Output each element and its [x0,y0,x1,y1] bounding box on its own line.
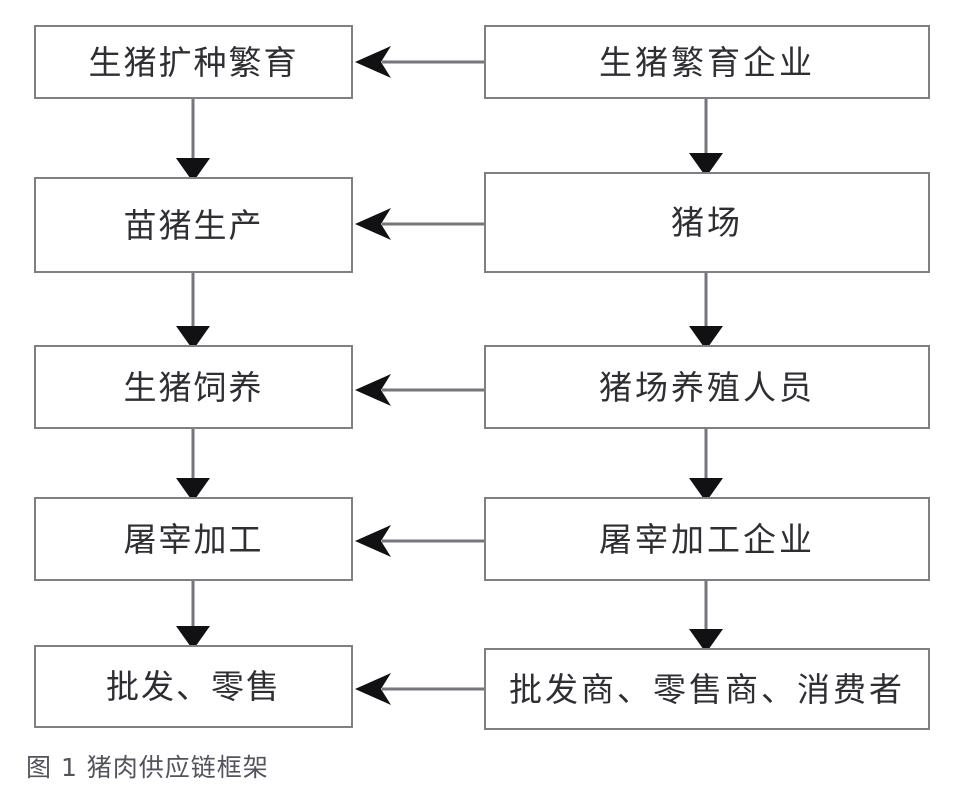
arrowhead-down-left-4-5 [176,626,210,650]
node-label: 生猪饲养 [123,367,264,407]
arrowhead-down-right-3-4 [689,478,723,502]
node-farm-workers[interactable]: 猪场养殖人员 [484,345,930,429]
node-wholesale-retail[interactable]: 批发、零售 [34,645,353,728]
node-slaughter-processing[interactable]: 屠宰加工 [34,497,353,581]
node-hog-raising[interactable]: 生猪饲养 [34,345,353,429]
arrowhead-down-left-3-4 [176,478,210,502]
node-label: 批发商、零售商、消费者 [509,669,905,709]
arrowhead-down-left-2-3 [176,326,210,350]
figure-caption: 图 1 猪肉供应链框架 [26,753,269,782]
horizontal-connectors [355,46,484,705]
node-slaughter-enterprise[interactable]: 屠宰加工企业 [484,497,930,581]
vertical-connectors-right [689,99,723,653]
node-label: 生猪扩种繁育 [88,42,299,82]
arrowhead-left-row-4 [355,525,391,557]
vertical-connectors-left [176,99,210,650]
arrowhead-down-right-4-5 [689,629,723,653]
arrowhead-left-row-3 [355,374,391,406]
arrowhead-left-row-1 [355,46,391,78]
arrowhead-down-right-2-3 [689,326,723,350]
node-piglet-production[interactable]: 苗猪生产 [34,177,353,273]
node-pig-farm[interactable]: 猪场 [484,172,930,273]
node-label: 屠宰加工企业 [599,519,815,559]
arrowhead-left-row-2 [355,208,391,240]
node-label: 批发、零售 [106,667,281,706]
node-label: 猪场 [671,203,743,242]
node-label: 苗猪生产 [123,205,264,245]
node-label: 生猪繁育企业 [599,42,815,82]
node-label: 猪场养殖人员 [599,367,815,407]
arrowhead-down-right-1-2 [689,153,723,177]
node-label: 屠宰加工 [123,519,264,559]
node-distributors-consumers[interactable]: 批发商、零售商、消费者 [484,648,930,730]
node-breeding-enterprise[interactable]: 生猪繁育企业 [484,25,930,99]
node-breeding-expansion[interactable]: 生猪扩种繁育 [34,25,353,99]
arrowhead-left-row-5 [355,673,391,705]
